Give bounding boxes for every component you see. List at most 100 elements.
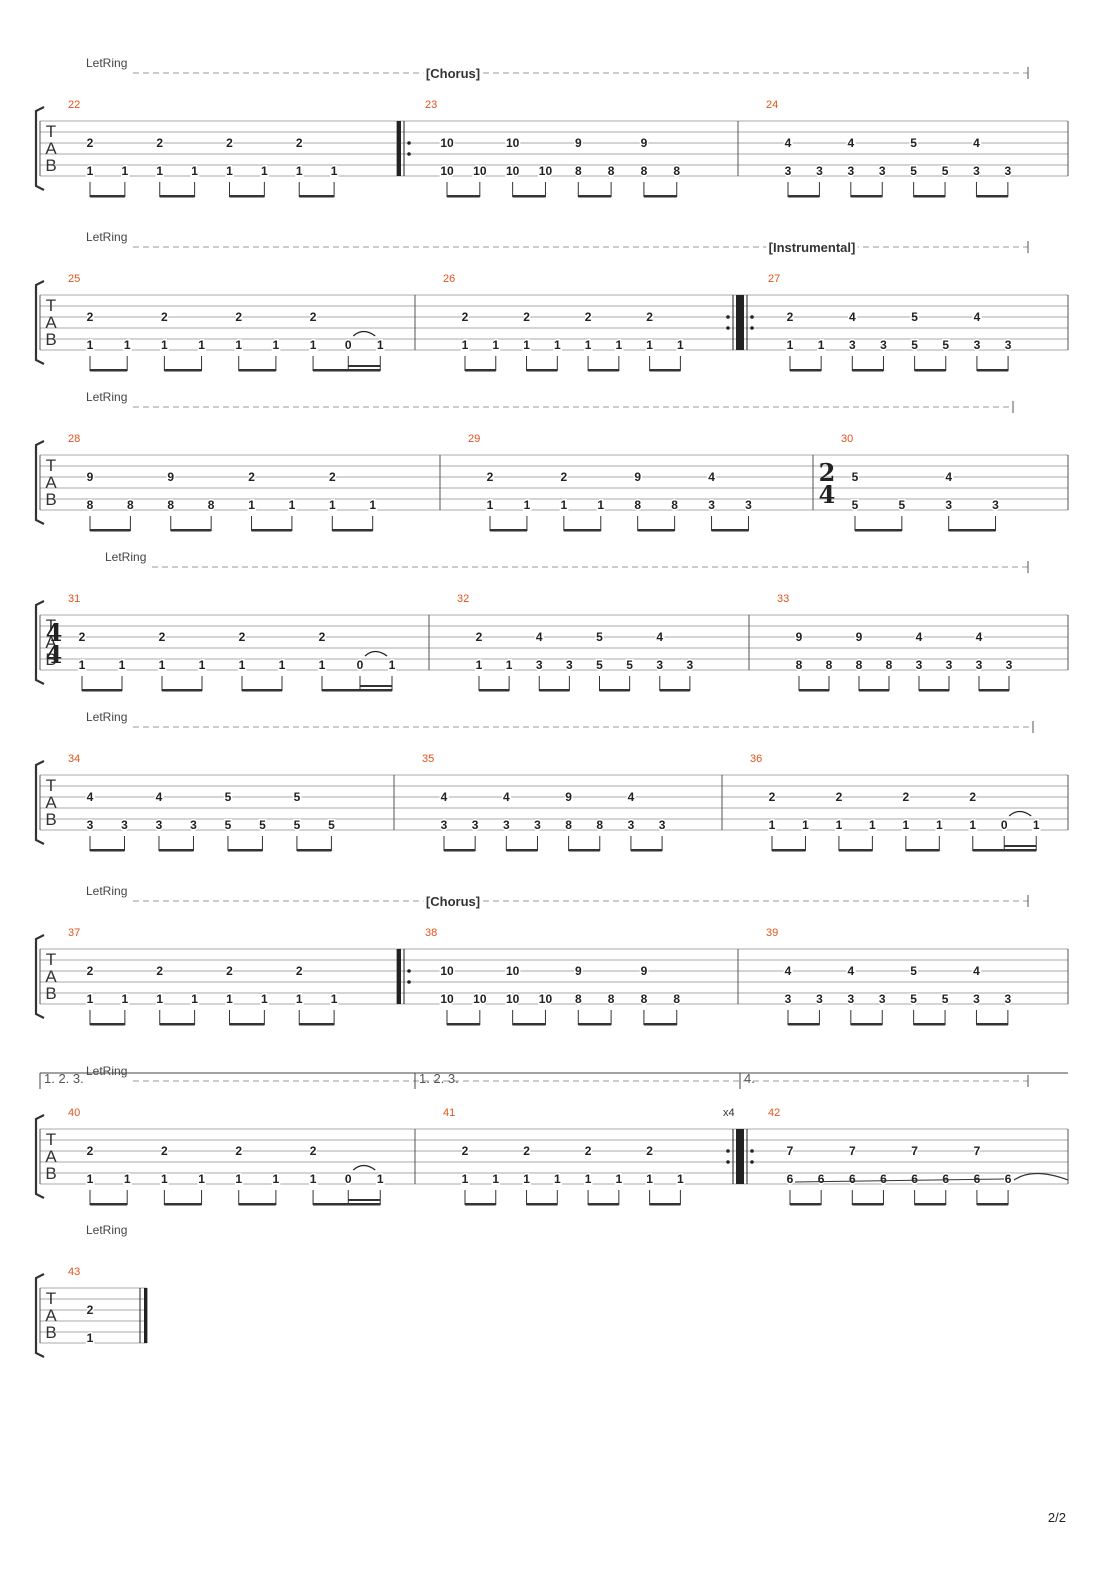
high-string-note: 2	[836, 790, 843, 804]
tab-clef-letter: T	[46, 1130, 56, 1149]
high-string-note: 2	[462, 310, 469, 324]
high-string-note: 4	[974, 310, 981, 324]
low-string-note: 1	[296, 992, 303, 1006]
beam	[643, 1023, 677, 1026]
high-string-note: 2	[87, 964, 94, 978]
beam	[490, 529, 527, 532]
low-string-note: 3	[708, 498, 715, 512]
beam	[465, 369, 496, 372]
high-string-note: 2	[156, 964, 163, 978]
beam	[850, 1023, 883, 1026]
beam	[90, 369, 128, 372]
low-string-note: 1	[818, 338, 825, 352]
low-string-note: 10	[440, 992, 454, 1006]
low-string-note: 5	[596, 658, 603, 672]
beam	[512, 195, 546, 198]
low-string-note: 1	[296, 164, 303, 178]
low-string-note: 1	[524, 498, 531, 512]
beam	[158, 849, 194, 852]
low-string-note: 1	[319, 658, 326, 672]
low-string-note: 1	[261, 992, 268, 1006]
measure-number: 40	[68, 1107, 80, 1119]
low-string-note: 1	[226, 992, 233, 1006]
low-string-note: 1	[289, 498, 296, 512]
beam	[914, 1203, 946, 1206]
high-string-note: 4	[536, 630, 543, 644]
low-string-note: 3	[190, 818, 197, 832]
low-string-note: 1	[903, 818, 910, 832]
low-string-note: 3	[156, 818, 163, 832]
beam	[838, 849, 873, 852]
let-ring-label: LetRing	[86, 1064, 127, 1078]
tab-clef-letter: A	[45, 1147, 57, 1166]
low-string-note: 6	[849, 1172, 856, 1186]
beam	[976, 1023, 1008, 1026]
low-string-note: 5	[911, 338, 918, 352]
high-string-note: 10	[440, 964, 454, 978]
high-string-note: 9	[796, 630, 803, 644]
low-string-note: 1	[87, 1172, 94, 1186]
high-string-note: 2	[487, 470, 494, 484]
low-string-note: 6	[1005, 1172, 1012, 1186]
low-string-note: 1	[239, 658, 246, 672]
beam	[637, 529, 675, 532]
low-string-note: 10	[506, 164, 520, 178]
beam	[90, 849, 125, 852]
high-string-note: 4	[785, 964, 792, 978]
low-string-note: 1	[261, 164, 268, 178]
let-ring-label: LetRing	[86, 390, 127, 404]
low-string-note: 1	[310, 338, 317, 352]
beam	[972, 849, 1037, 852]
high-string-note: 2	[523, 1144, 530, 1158]
high-string-note: 2	[476, 630, 483, 644]
tab-clef-letter: A	[45, 1306, 57, 1325]
low-string-note: 1	[585, 338, 592, 352]
high-string-note: 2	[226, 964, 233, 978]
low-string-note: 5	[225, 818, 232, 832]
low-string-note: 1	[369, 498, 376, 512]
repeat-dot	[407, 969, 411, 973]
low-string-note: 0	[1001, 818, 1008, 832]
low-string-note: 1	[769, 818, 776, 832]
low-string-note: 10	[506, 992, 520, 1006]
measure-number: 29	[468, 433, 480, 445]
beam	[790, 1203, 822, 1206]
tab-clef-letter: A	[45, 793, 57, 812]
low-string-note: 1	[124, 1172, 131, 1186]
beam	[229, 195, 265, 198]
low-string-note: 6	[911, 1172, 918, 1186]
low-string-note: 0	[345, 1172, 352, 1186]
high-string-note: 2	[585, 310, 592, 324]
low-string-note: 3	[785, 992, 792, 1006]
low-string-note: 1	[476, 658, 483, 672]
low-string-note: 1	[462, 338, 469, 352]
low-string-note: 1	[122, 992, 129, 1006]
beam	[850, 195, 883, 198]
low-string-note: 6	[787, 1172, 794, 1186]
repeat-dot	[726, 1160, 730, 1164]
beam	[649, 369, 681, 372]
low-string-note: 1	[87, 1331, 94, 1345]
high-string-note: 10	[440, 136, 454, 150]
beam	[568, 849, 600, 852]
tie-arc	[352, 330, 376, 337]
low-string-note: 1	[191, 164, 198, 178]
measure-number: 27	[768, 273, 780, 285]
beam	[976, 369, 1009, 372]
low-string-note: 5	[910, 164, 917, 178]
beam	[238, 369, 276, 372]
measure-number: 35	[422, 753, 434, 765]
tab-clef-letter: B	[45, 810, 56, 829]
measure-number: 26	[443, 273, 455, 285]
repeat-end-thick-bar	[736, 1129, 740, 1184]
high-string-note: 2	[296, 136, 303, 150]
high-string-note: 5	[910, 136, 917, 150]
repeat-dot	[750, 1160, 754, 1164]
low-string-note: 1	[279, 658, 286, 672]
section-marker: [Chorus]	[426, 66, 480, 81]
beam	[526, 1203, 558, 1206]
high-string-note: 4	[945, 470, 952, 484]
system-brace	[34, 280, 45, 365]
repeat-start-thick-bar	[740, 295, 744, 350]
low-string-note: 8	[87, 498, 94, 512]
